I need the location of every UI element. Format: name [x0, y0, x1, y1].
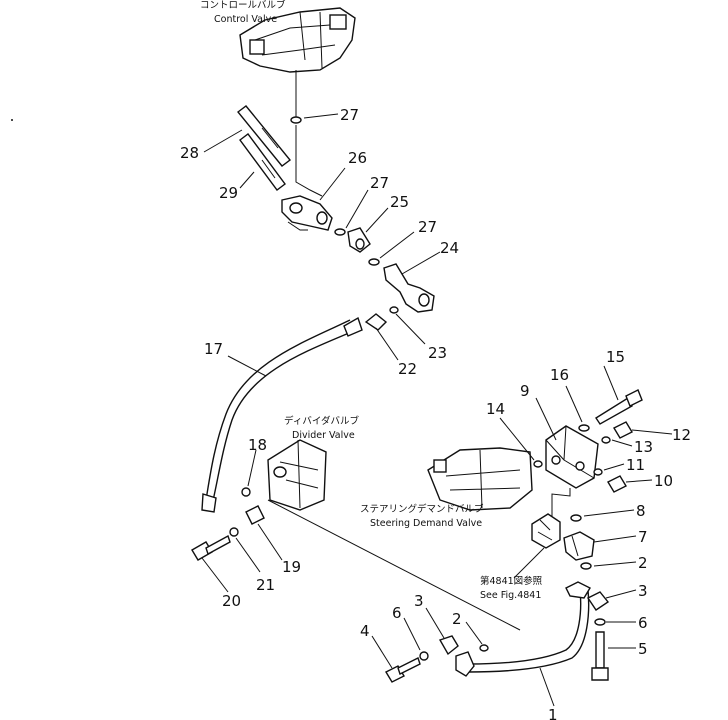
- o-ring-23: [389, 306, 399, 314]
- callout-15: 15: [606, 348, 625, 366]
- callout-14: 14: [486, 400, 505, 418]
- steering-valve-en-label: Steering Demand Valve: [370, 518, 482, 529]
- callout-4: 4: [360, 622, 370, 640]
- see-fig-en-label: See Fig.4841: [480, 590, 541, 601]
- callout-25: 25: [390, 193, 409, 211]
- nipple-fitting-22: [364, 313, 388, 331]
- o-ring-27-top: [290, 116, 302, 124]
- callout-11: 11: [626, 456, 645, 474]
- callout-21: 21: [256, 576, 275, 594]
- bolt-5: [591, 631, 609, 681]
- callout-23: 23: [428, 344, 447, 362]
- callout-22: 22: [398, 360, 417, 378]
- tube-1: [455, 581, 591, 677]
- callout-9: 9: [520, 382, 530, 400]
- callout-24: 24: [440, 239, 459, 257]
- steering-valve-jp-label: ステアリングデマンドバルブ: [360, 503, 484, 515]
- spacer-25: [347, 227, 371, 253]
- callout-29: 29: [219, 184, 238, 202]
- bolt-4: [385, 657, 421, 683]
- control-valve-en-label: Control Valve: [214, 14, 277, 25]
- callout-17: 17: [204, 340, 223, 358]
- washer-16: [578, 424, 590, 432]
- o-ring-27-lower: [368, 258, 380, 266]
- callout-10: 10: [654, 472, 673, 490]
- callout-20: 20: [222, 592, 241, 610]
- clamp-3-left: [438, 635, 459, 656]
- o-ring-13: [601, 436, 611, 444]
- callout-18: 18: [248, 436, 267, 454]
- bolt-15: [595, 389, 643, 425]
- clamp-3-right: [586, 591, 610, 611]
- callout-16: 16: [550, 366, 569, 384]
- callout-27-top: 27: [340, 106, 359, 124]
- divider-valve-jp-label: ディバイダバルブ: [284, 415, 359, 427]
- control-valve: [239, 7, 356, 73]
- washer-6-right: [594, 618, 606, 626]
- elbow-fitting-24: [383, 263, 435, 313]
- o-ring-2-right: [580, 562, 592, 570]
- o-ring-11: [593, 468, 603, 476]
- adapter-block: [531, 513, 561, 549]
- bolt-28: [236, 105, 292, 167]
- washer-21: [229, 527, 239, 537]
- callout-28: 28: [180, 144, 199, 162]
- callout-3-left: 3: [414, 592, 424, 610]
- clamp-19: [245, 505, 265, 525]
- o-ring-27-middle: [334, 228, 346, 236]
- washer-6-left: [419, 651, 429, 661]
- callout-12: 12: [672, 426, 691, 444]
- bolt-29: [239, 133, 286, 191]
- plug-10: [607, 475, 627, 493]
- divider-valve: [267, 439, 327, 511]
- o-ring-8: [570, 514, 582, 522]
- callout-7: 7: [638, 528, 648, 546]
- callout-8: 8: [636, 502, 646, 520]
- callout-27-middle: 27: [370, 174, 389, 192]
- callout-6-right: 6: [638, 614, 648, 632]
- nut-7: [563, 531, 595, 561]
- o-ring-2-left: [479, 644, 489, 652]
- o-ring-18: [241, 487, 251, 497]
- callout-2-left: 2: [452, 610, 462, 628]
- callout-19: 19: [282, 558, 301, 576]
- callout-2-right: 2: [638, 554, 648, 572]
- callout-26: 26: [348, 149, 367, 167]
- callout-5: 5: [638, 640, 648, 658]
- o-ring-14: [533, 460, 543, 468]
- see-fig-jp-label: 第4841図参照: [480, 575, 543, 587]
- callout-3-right: 3: [638, 582, 648, 600]
- callout-27-lower: 27: [418, 218, 437, 236]
- steering-demand-valve: [427, 447, 533, 511]
- block-26: [281, 195, 333, 231]
- plug-12: [613, 421, 633, 439]
- hose-17: [201, 316, 363, 513]
- callout-6-left: 6: [392, 604, 402, 622]
- divider-valve-en-label: Divider Valve: [292, 430, 355, 441]
- block-9: [545, 425, 599, 489]
- callout-13: 13: [634, 438, 653, 456]
- control-valve-jp-label: コントロールバルブ: [200, 0, 286, 11]
- bolt-20: [191, 534, 231, 561]
- callout-1: 1: [548, 706, 558, 720]
